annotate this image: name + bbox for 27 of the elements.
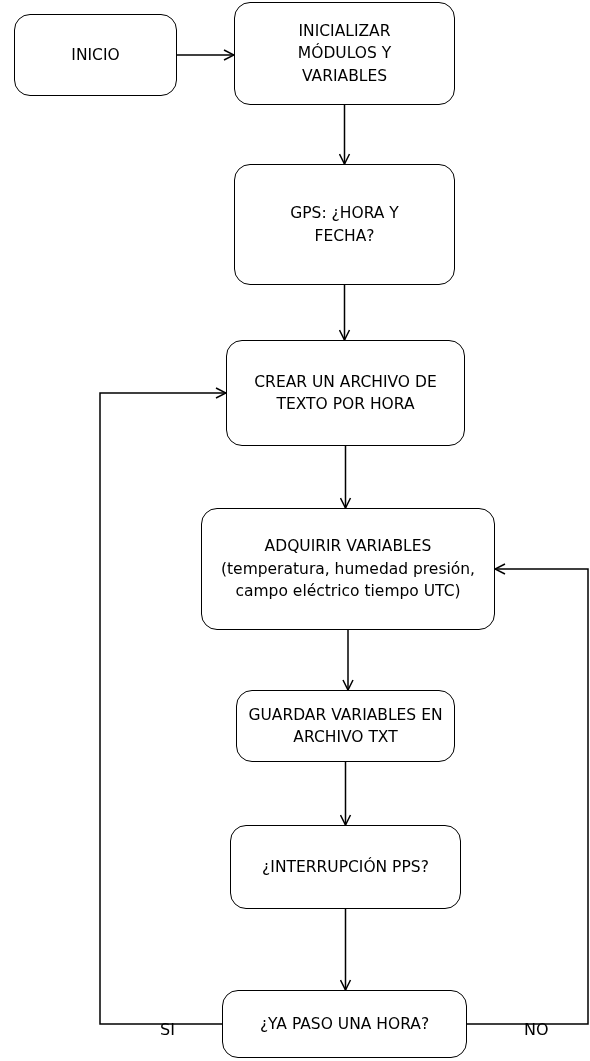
process-box	[236, 690, 455, 762]
process-box	[14, 14, 177, 96]
box-label: INICIO	[71, 44, 120, 66]
process-box	[201, 508, 495, 630]
arrow	[338, 284, 351, 341]
process-box	[234, 164, 455, 285]
process-box	[230, 825, 461, 909]
edge-label: SI	[160, 1020, 175, 1039]
box-label: GUARDAR VARIABLES EN ARCHIVO TXT	[247, 704, 444, 748]
arrow	[339, 445, 352, 509]
arrow	[99, 387, 227, 1025]
arrow	[339, 908, 352, 991]
process-box	[234, 2, 455, 105]
box-label: ADQUIRIR VARIABLES (temperatura, humedad presión, campo eléctrico tiempo UTC)	[219, 536, 476, 603]
arrow	[338, 104, 351, 165]
box-label: ¿INTERRUPCIÓN PPS?	[262, 856, 429, 878]
box-label: GPS: ¿HORA Y FECHA?	[289, 203, 400, 247]
box-label: CREAR UN ARCHIVO DE TEXTO POR HORA	[253, 371, 438, 415]
arrow	[176, 49, 235, 61]
process-box	[222, 990, 467, 1058]
edge-label: NO	[524, 1020, 549, 1039]
arrow	[342, 629, 354, 691]
arrow	[339, 761, 352, 826]
process-box	[226, 340, 465, 446]
box-label: INICIALIZAR MÓDULOS Y VARIABLES	[296, 20, 393, 87]
arrow	[466, 563, 589, 1025]
box-label: ¿YA PASO UNA HORA?	[259, 1013, 430, 1035]
